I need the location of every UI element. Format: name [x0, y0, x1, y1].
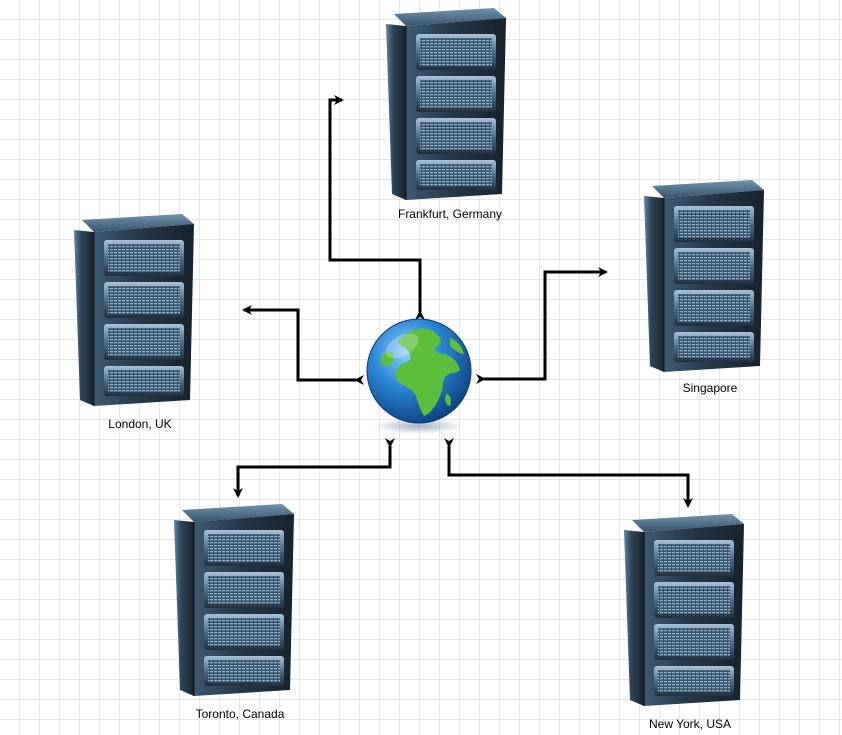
server-label-singapore: Singapore — [682, 381, 738, 395]
server-newyork-icon[interactable] — [620, 510, 750, 710]
connector-toronto — [233, 438, 395, 498]
connector-london — [242, 305, 364, 385]
server-label-london: London, UK — [108, 417, 172, 431]
server-label-frankfurt: Frankfurt, Germany — [397, 207, 503, 221]
server-label-toronto: Toronto, Canada — [195, 707, 285, 721]
connector-frankfurt — [328, 95, 425, 320]
globe-icon[interactable] — [364, 316, 474, 436]
connector-newyork — [444, 438, 693, 508]
server-label-newyork: New York, USA — [648, 717, 732, 731]
server-singapore-icon[interactable] — [640, 176, 770, 376]
server-london-icon[interactable] — [70, 210, 200, 410]
server-frankfurt-icon[interactable] — [382, 4, 512, 204]
server-toronto-icon[interactable] — [170, 500, 300, 700]
connector-singapore — [476, 267, 608, 384]
